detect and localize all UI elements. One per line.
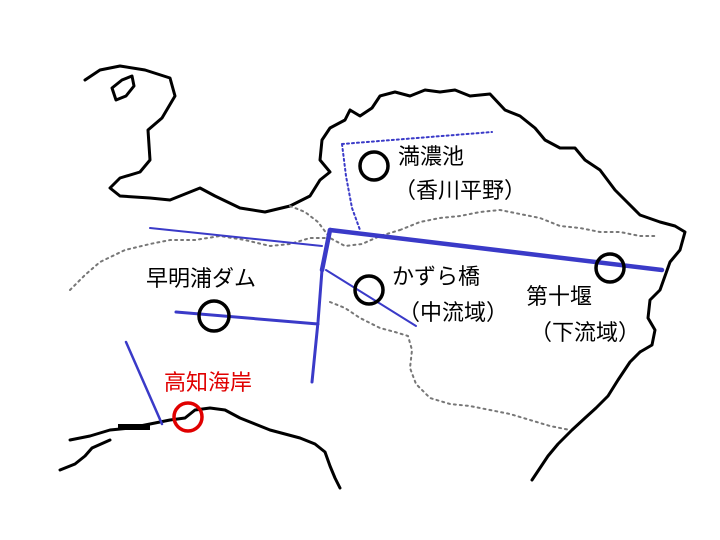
kazura-marker[interactable] [353, 274, 385, 306]
coastline-east-south [530, 350, 642, 482]
kochi-label: 高知海岸 [164, 371, 252, 396]
coastlines [58, 64, 687, 490]
coastline-kochi [68, 406, 342, 490]
place-labels: 満濃池 （香川平野） 早明浦ダム かずら橋 （中流域） 第十堰 （下流域） 高知… [146, 145, 640, 396]
kazura-sublabel: （中流域） [398, 301, 508, 326]
daijuu-sublabel: （下流域） [530, 321, 640, 346]
kazura-label: かずら橋 [392, 265, 480, 290]
coastline-west [58, 438, 112, 472]
river-manno-canal [341, 131, 493, 231]
border-kagawa-tokushima [399, 208, 656, 237]
manno-sublabel: （香川平野） [394, 179, 526, 204]
daijuu-marker[interactable] [594, 252, 626, 284]
manno-label: 満濃池 [398, 145, 464, 170]
sameura-marker[interactable] [197, 299, 231, 333]
river-kochi-branch [124, 340, 164, 426]
border-kochi-tokushima [329, 301, 571, 431]
site-markers [172, 150, 626, 433]
river-kazura-branch [325, 269, 417, 327]
sameura-label: 早明浦ダム [146, 267, 256, 292]
prefecture-borders [69, 205, 656, 431]
coastline-cape [118, 424, 150, 430]
coastline-island [110, 74, 136, 102]
river-mainstream-lower [327, 227, 665, 273]
coastline-north-shikoku [83, 64, 687, 354]
river-sameura-branch [174, 310, 320, 326]
river-mainstream-upper [319, 227, 333, 273]
manno-marker[interactable] [358, 150, 390, 182]
rivers [124, 131, 665, 426]
border-west [69, 234, 331, 291]
kochi-marker[interactable] [172, 401, 204, 433]
daijuu-label: 第十堰 [526, 285, 592, 310]
river-tributary-north [149, 227, 323, 247]
river-west-segment [310, 268, 324, 384]
